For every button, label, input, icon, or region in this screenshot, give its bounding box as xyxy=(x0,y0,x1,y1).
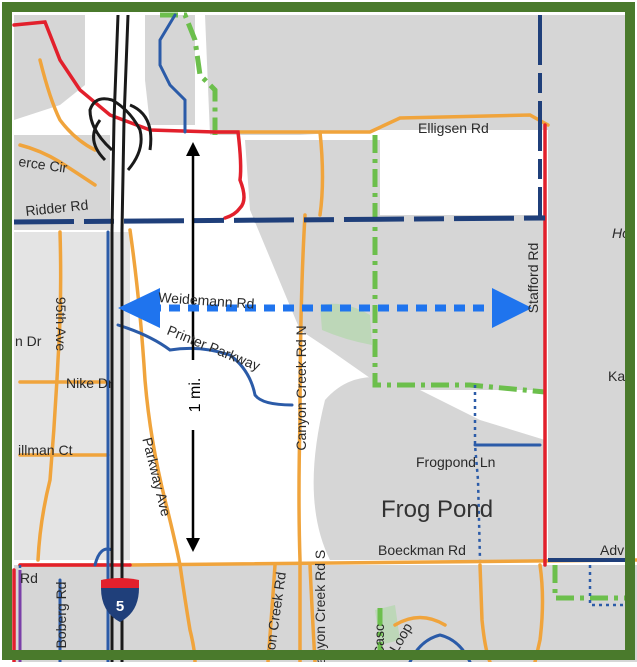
shield-number: 5 xyxy=(116,598,124,615)
interstate-shield-icon: 5 xyxy=(101,578,139,622)
label-ridder-rd: Ridder Rd xyxy=(25,196,89,219)
label-pierce-cir: erce Cir xyxy=(18,153,69,176)
label-weidemann-rd: Weidemann Rd xyxy=(158,289,255,312)
scale-bar: 1 mi. xyxy=(186,142,204,552)
label-canyon-creek-rd-n: Canyon Creek Rd N xyxy=(293,325,309,450)
label-adv: Adv xyxy=(600,542,624,558)
label-boberg-rd: Boberg Rd xyxy=(53,582,69,649)
label-nike-dr: Nike Dr xyxy=(66,375,113,391)
label-casc: Casc xyxy=(371,624,387,656)
label-rd-left: Rd xyxy=(20,570,38,586)
scale-label: 1 mi. xyxy=(187,378,204,413)
label-canyon-creek-rd-s: Canyon Creek Rd S xyxy=(312,550,328,662)
transit-lines xyxy=(13,15,628,562)
label-95th-ave: 95th Ave xyxy=(53,297,69,351)
label-ka: Ka xyxy=(608,368,625,384)
label-elligsen-rd: Elligsen Rd xyxy=(418,120,489,136)
label-n-dr: n Dr xyxy=(15,333,42,349)
double-arrow-icon xyxy=(118,288,532,328)
freeway-i5 xyxy=(88,14,153,662)
label-frogpond-ln: Frogpond Ln xyxy=(416,454,495,470)
urban-areas xyxy=(14,15,637,662)
label-stafford-rd: Stafford Rd xyxy=(525,243,541,314)
label-hillman-ct: illman Ct xyxy=(18,442,73,458)
label-boeckman-rd: Boeckman Rd xyxy=(378,542,466,558)
label-frog-pond: Frog Pond xyxy=(381,496,493,523)
